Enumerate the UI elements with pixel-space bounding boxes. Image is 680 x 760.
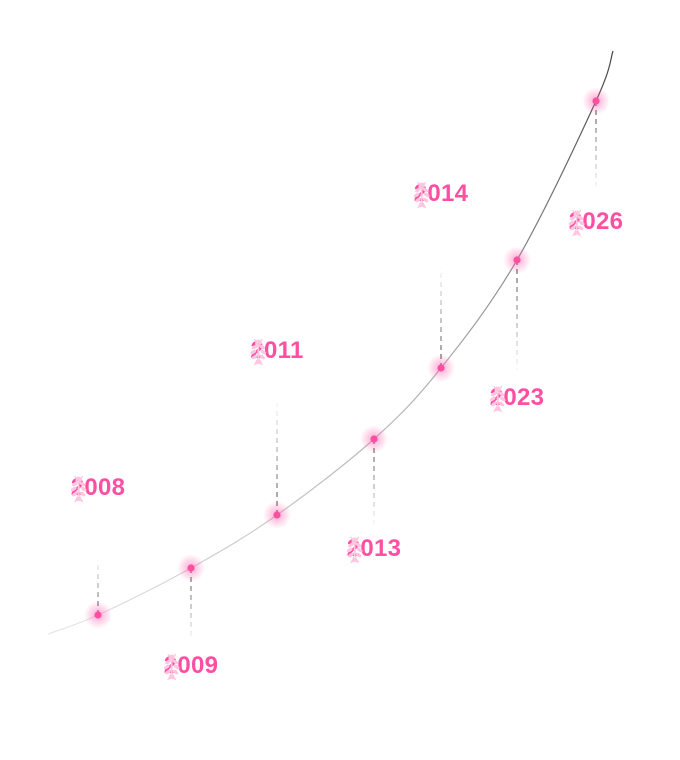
laurel-icon [572,209,585,237]
laurel-icon [74,475,87,503]
milestone-label: 2009 [164,652,219,681]
milestone-point[interactable] [273,511,281,519]
laurel-icon [167,653,180,681]
milestone-label: 2014 [414,180,469,209]
milestone-label: 2023 [490,384,545,413]
milestone-point[interactable] [94,611,102,619]
laurel-icon [253,338,267,366]
laurel-icon [350,536,363,564]
milestone-label: 2013 [347,535,402,564]
laurel-icon [417,181,430,209]
laurel-icon [493,385,506,413]
milestone-label: 2026 [569,208,624,237]
timeline-curve [47,50,614,635]
milestone-label: 2008 [71,474,126,503]
milestone-label: 2011 [250,337,303,366]
milestone-point[interactable] [513,256,521,264]
milestone-point[interactable] [187,564,195,572]
milestone-point[interactable] [370,435,378,443]
milestone-point[interactable] [592,97,600,105]
milestone-point[interactable] [437,364,445,372]
